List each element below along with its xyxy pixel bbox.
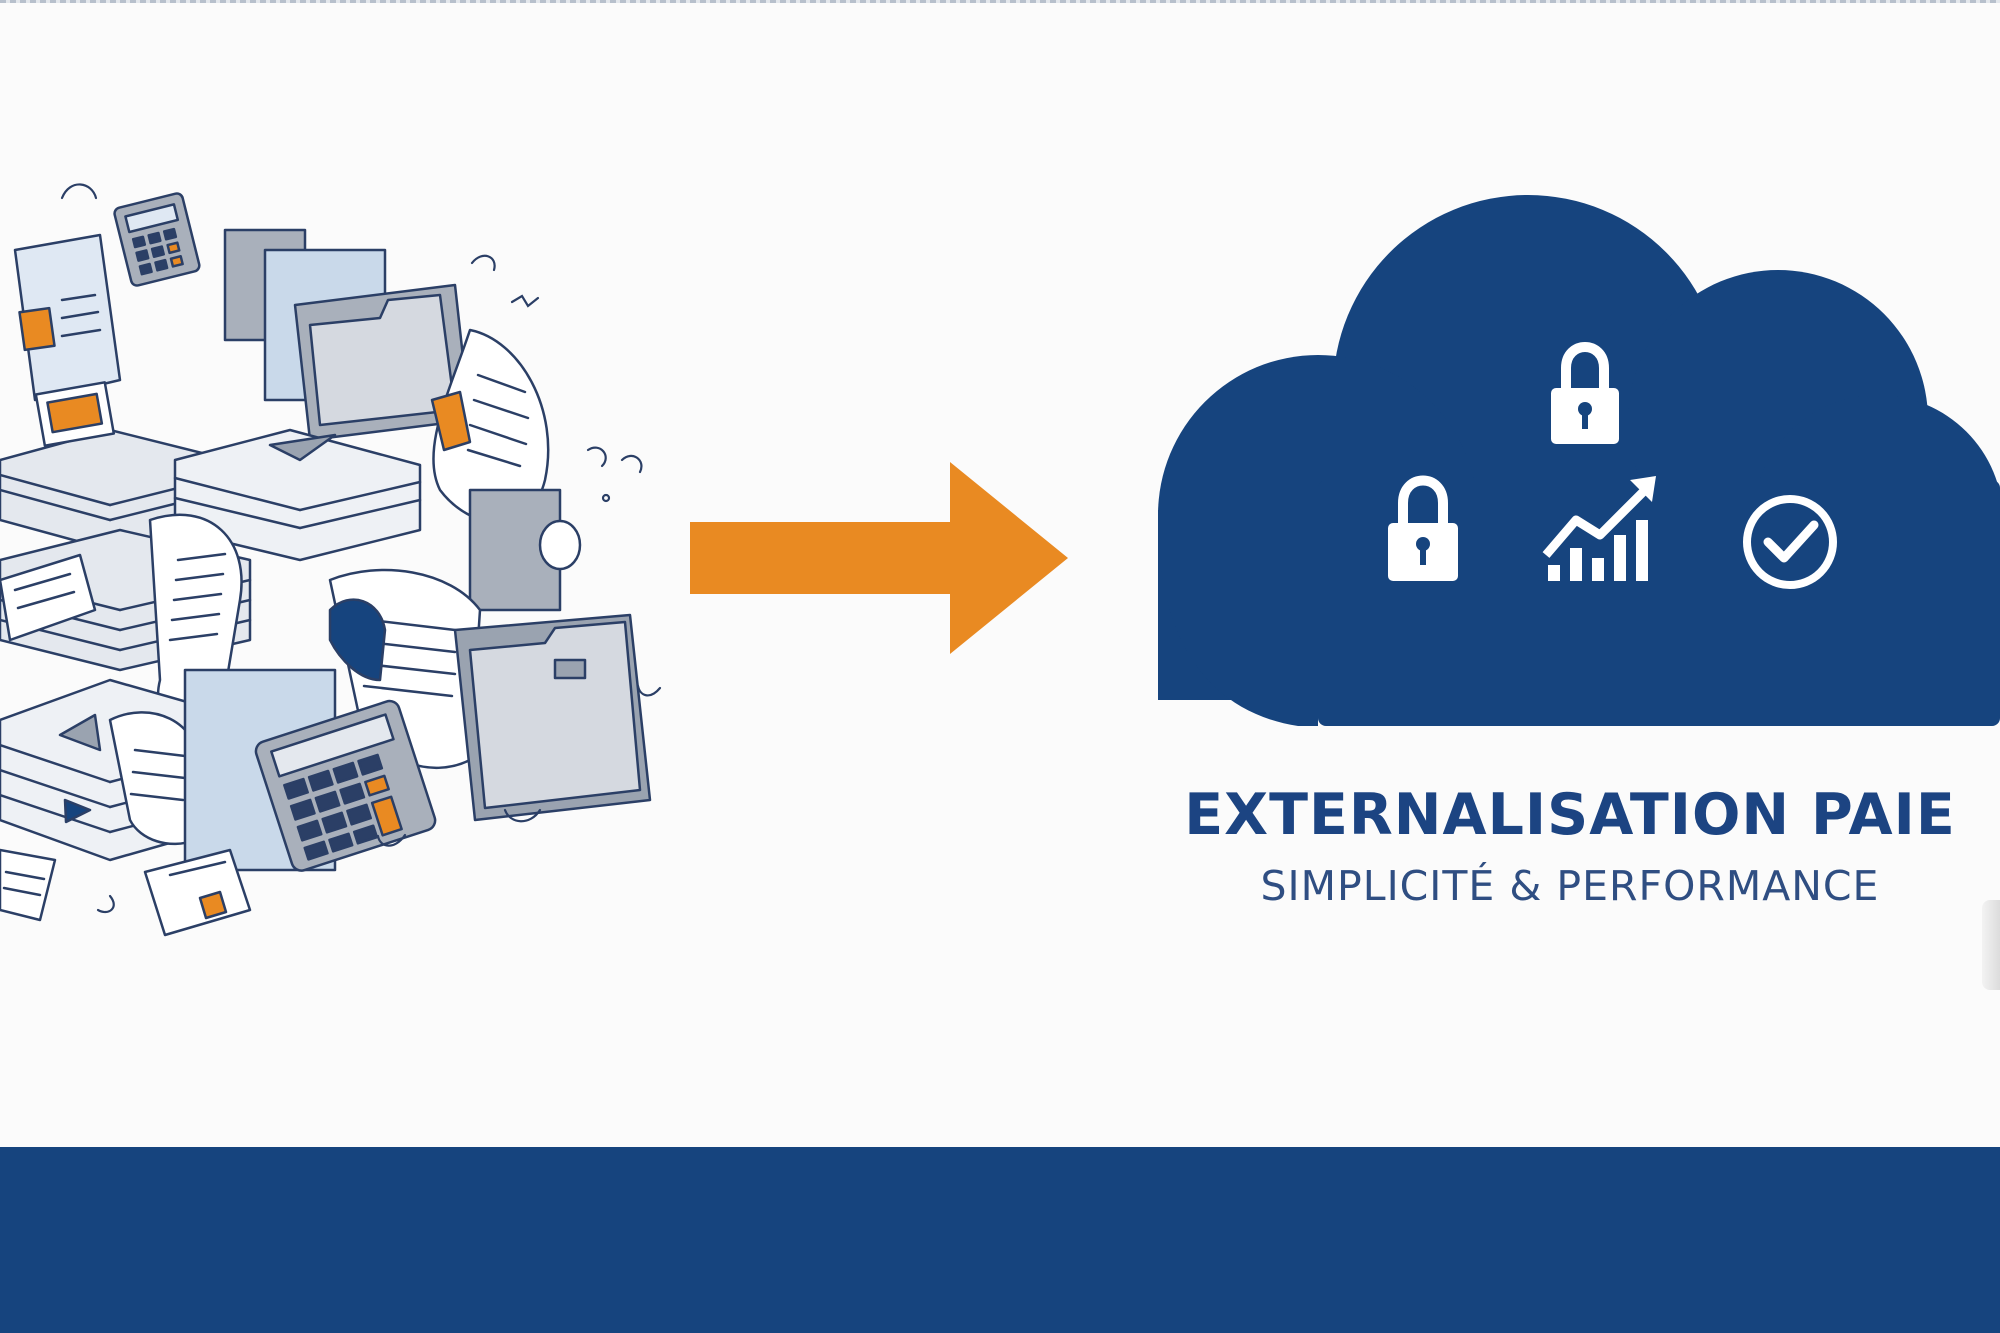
cloud-icon	[1158, 195, 2000, 726]
footer-band	[0, 1147, 2000, 1333]
lock-icon	[1388, 475, 1458, 581]
lock-icon	[1551, 342, 1619, 444]
transition-arrow-icon	[690, 462, 1068, 654]
banner-title: EXTERNALISATION PAIE	[1184, 782, 1956, 848]
growth-chart-icon	[1542, 476, 1656, 581]
banner-subtitle: SIMPLICITÉ & PERFORMANCE	[1260, 862, 1880, 910]
top-dashed-rule	[0, 0, 2000, 3]
edge-decoration	[1982, 900, 2000, 990]
check-circle-icon	[1743, 495, 1837, 589]
paperwork-pile-illustration	[0, 183, 662, 937]
